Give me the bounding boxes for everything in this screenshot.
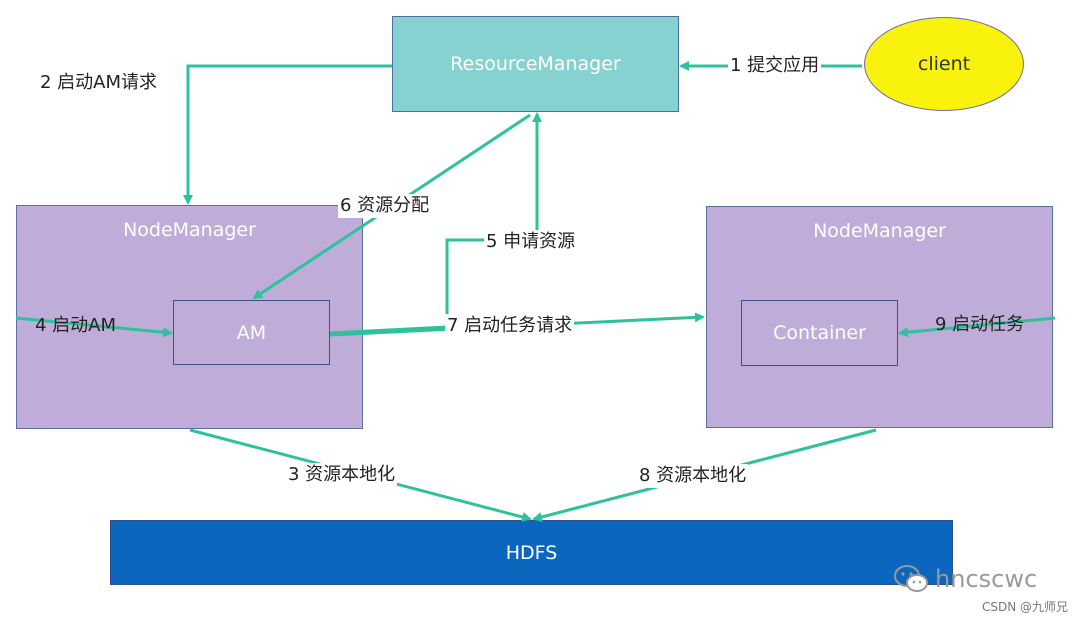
- arrow-start-am: [15, 316, 173, 338]
- client-ellipse: client: [864, 17, 1024, 111]
- node-manager-left-title: NodeManager: [123, 219, 256, 241]
- step-1-label: 1 提交应用: [728, 54, 822, 78]
- container-label: Container: [773, 322, 866, 344]
- arrow-start-task: [898, 316, 1056, 338]
- hdfs-box: HDFS: [110, 520, 953, 585]
- container-box: Container: [741, 300, 898, 366]
- arrow-request-resources: [329, 112, 542, 335]
- resource-manager-label: ResourceManager: [450, 53, 621, 75]
- am-label: AM: [236, 321, 267, 344]
- step-9-label: 9 启动任务: [935, 314, 1025, 335]
- hdfs-label: HDFS: [505, 541, 558, 564]
- resource-manager-box: ResourceManager: [392, 16, 679, 112]
- client-label: client: [917, 53, 971, 75]
- arrow-start-am-request: [183, 64, 392, 205]
- watermark-credit: CSDN @九师兄: [981, 600, 1068, 614]
- step-3-label: 3 资源本地化: [286, 463, 398, 487]
- step-4-label: 4 启动AM: [35, 315, 117, 336]
- am-box: AM: [173, 300, 330, 365]
- watermark: hncscwc: [893, 563, 1037, 595]
- step-7-label: 7 启动任务请求: [445, 314, 575, 338]
- step-2-label: 2 启动AM请求: [38, 71, 160, 95]
- step-5-label: 5 申请资源: [484, 230, 578, 254]
- step-6-label: 6 资源分配: [338, 194, 432, 218]
- wechat-icon: [894, 565, 928, 592]
- step-8-label: 8 资源本地化: [637, 464, 749, 488]
- node-manager-right-title: NodeManager: [813, 220, 946, 242]
- watermark-brand: hncscwc: [935, 565, 1038, 593]
